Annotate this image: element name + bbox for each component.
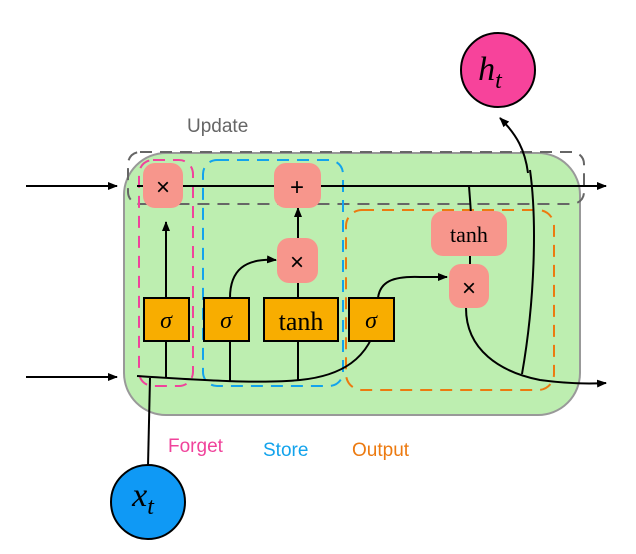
forget-multiply-op — [143, 163, 183, 208]
store-region — [202, 159, 344, 387]
store-multiply-op — [277, 238, 318, 283]
output-sigma-gate — [348, 297, 395, 342]
forget-region — [138, 159, 194, 387]
forget-sigma-gate — [143, 297, 190, 342]
input-sigma-gate — [203, 297, 250, 342]
add-symbol: + — [290, 174, 304, 201]
update-label: Update — [187, 116, 248, 137]
candidate-tanh-label: tanh — [279, 307, 324, 336]
forget-label: Forget — [168, 436, 224, 457]
update-region — [127, 151, 585, 205]
x-t-sub: t — [147, 494, 155, 520]
h-t-label: ht — [478, 51, 503, 94]
output-sigma-label: σ — [365, 308, 378, 334]
output-region — [345, 209, 555, 391]
hidden-out-arrow — [465, 307, 607, 388]
input-bus — [136, 317, 379, 383]
forget-sigma-label: σ — [160, 308, 173, 334]
output-label: Output — [352, 440, 410, 461]
input-sigma-label: σ — [220, 308, 233, 334]
output-gate-arrow — [377, 273, 448, 299]
x-t-base: x — [131, 477, 147, 514]
h-t-sub: t — [495, 68, 503, 94]
output-multiply-op — [449, 264, 489, 308]
input-gate-arrow — [229, 255, 277, 299]
x-t-node — [110, 464, 186, 540]
h-t-base: h — [478, 51, 495, 88]
forget-multiply-symbol: × — [156, 174, 170, 201]
candidate-tanh-gate — [263, 297, 339, 342]
x-input-line — [147, 377, 151, 467]
output-tanh-op — [431, 211, 507, 256]
output-multiply-symbol: × — [462, 275, 476, 302]
add-op — [274, 163, 321, 208]
x-t-label: xt — [131, 477, 155, 520]
h-up-arrow — [499, 117, 529, 174]
h-t-node — [460, 32, 536, 108]
h-up-line — [521, 169, 535, 375]
output-tanh-label: tanh — [450, 222, 488, 247]
store-label: Store — [263, 440, 308, 461]
store-multiply-symbol: × — [290, 249, 304, 276]
